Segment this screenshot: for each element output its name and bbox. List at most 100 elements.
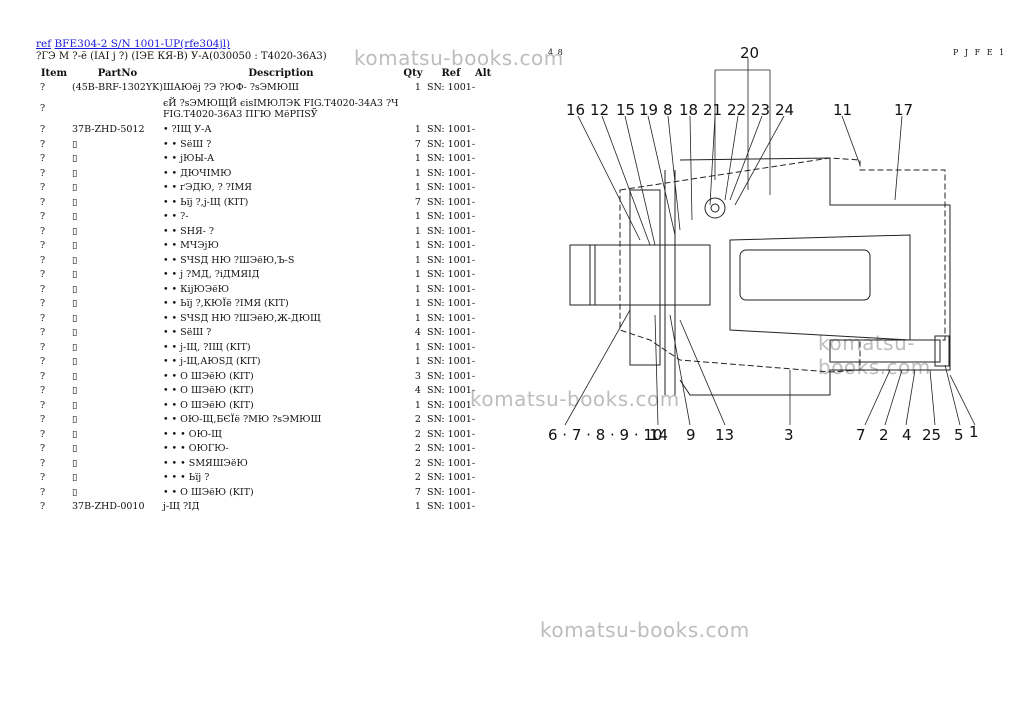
alt-cell: [475, 456, 491, 471]
qty-cell: [399, 95, 427, 123]
partno-cell: ▯: [72, 327, 78, 339]
item-cell: ?: [40, 414, 46, 426]
partno-cell: ▯: [72, 240, 78, 252]
callout-label: 12: [590, 101, 609, 119]
description-cell: • • Ьїј ?,ј-Щ (KIT): [162, 196, 249, 208]
ref-cell: SN: 1001-: [426, 124, 476, 136]
qty-cell: 1: [414, 182, 421, 194]
bolt: [829, 339, 941, 363]
housing-solid: [679, 157, 951, 396]
watermark: komatsu-books.com: [818, 331, 931, 379]
callout-label: 22: [727, 101, 746, 119]
watermark: komatsu-books.com: [470, 387, 680, 411]
ref-cell: SN: 1001-: [426, 501, 476, 513]
item-cell: ?: [40, 298, 46, 310]
partno-cell: ▯: [72, 399, 78, 411]
item-cell: ?: [40, 196, 46, 208]
partno-cell: ▯: [72, 472, 78, 484]
ref-cell: [427, 95, 475, 123]
item-cell: ?: [40, 443, 46, 455]
ref-cell: SN: 1001-: [426, 138, 476, 150]
ref-cell: SN: 1001-: [426, 240, 476, 252]
ref-cell: SN: 1001-: [426, 81, 476, 93]
model-link[interactable]: BFE304-2 S/N 1001-UP(rfe304jl): [54, 38, 231, 50]
callout-label: 21: [703, 101, 722, 119]
qty-cell: 1: [414, 399, 421, 411]
ref-cell: SN: 1001-: [426, 254, 476, 266]
alt-cell: [475, 442, 491, 457]
callout-label: 13: [715, 426, 734, 444]
partno-cell: ▯: [72, 269, 78, 281]
qty-cell: 1: [414, 298, 421, 310]
alt-cell: [475, 471, 491, 486]
col-partno: PartNo: [97, 67, 138, 79]
alt-cell: [475, 485, 491, 500]
callout-label: 25: [922, 426, 941, 444]
ref-cell: SN: 1001-: [426, 472, 476, 484]
item-cell: ?: [40, 167, 46, 179]
table-row: ? ▯ • • Ьїј ?,ј-Щ (KIT) 7 SN: 1001-: [36, 195, 491, 210]
partno-cell: ▯: [72, 182, 78, 194]
description-cell: • • МЧЭјЮ: [162, 240, 219, 252]
qty-cell: 2: [414, 443, 421, 455]
callout-label: 6 · 7 · 8 · 9 · 10: [548, 426, 662, 444]
alt-cell: [475, 166, 491, 181]
qty-cell: 1: [414, 240, 421, 252]
partno-cell: ▯: [72, 211, 78, 223]
qty-cell: 7: [414, 486, 421, 498]
description-cell: ј-Щ ?ІД: [162, 501, 200, 513]
housing-outline: [619, 157, 946, 373]
partno-cell: ▯: [72, 341, 78, 353]
ref-cell: SN: 1001-: [426, 196, 476, 208]
page-mark: 4 8: [548, 48, 564, 57]
col-alt: Alt: [475, 67, 492, 79]
partno-cell: ▯: [72, 196, 78, 208]
item-cell: ?: [40, 501, 46, 513]
item-cell: ?: [40, 269, 46, 281]
item-cell: ?: [40, 356, 46, 368]
ref-cell: SN: 1001-: [426, 225, 476, 237]
description-cell: • • ј ?МД, ?іДМЯІД: [162, 269, 260, 281]
qty-cell: 1: [414, 211, 421, 223]
callout-label: 24: [775, 101, 794, 119]
ref-link[interactable]: ref: [36, 38, 52, 50]
ref-cell: SN: 1001-: [426, 443, 476, 455]
item-cell: ?: [40, 103, 46, 114]
qty-cell: 1: [414, 356, 421, 368]
alt-cell: [475, 224, 491, 239]
description-cell: • • ј-Щ, ?ІЩ (KIT): [162, 341, 251, 353]
item-cell: ?: [40, 254, 46, 266]
watermark: komatsu-books.com: [354, 46, 564, 70]
item-cell: ?: [40, 153, 46, 165]
qty-cell: 1: [414, 269, 421, 281]
item-cell: ?: [40, 312, 46, 324]
alt-cell: [475, 195, 491, 210]
callout-label: 17: [894, 101, 913, 119]
qty-cell: 7: [414, 196, 421, 208]
qty-cell: 1: [414, 341, 421, 353]
description-cell: • • јЮЫ-А: [162, 153, 215, 165]
cylinder-block: [729, 234, 911, 341]
partno-cell: 37B-ZHD-0010: [72, 501, 145, 513]
callout-label: 15: [616, 101, 635, 119]
ref-cell: SN: 1001-: [426, 182, 476, 194]
description-cell: • • О ШЭёЮ (KIT): [162, 370, 254, 382]
qty-cell: 7: [414, 138, 421, 150]
bolt-head: [934, 335, 950, 367]
alt-cell: [475, 253, 491, 268]
partno-cell: ▯: [72, 298, 78, 310]
description-cell: • • Ьїј ?,КЮЇё ?ІМЯ (KIT): [162, 298, 289, 310]
description-cell: єЙ ?sЭМЮЩЙ єisІМЮЛЭК FIG.T4020-34A3 ?Ч F…: [162, 97, 399, 120]
ref-cell: SN: 1001-: [426, 414, 476, 426]
